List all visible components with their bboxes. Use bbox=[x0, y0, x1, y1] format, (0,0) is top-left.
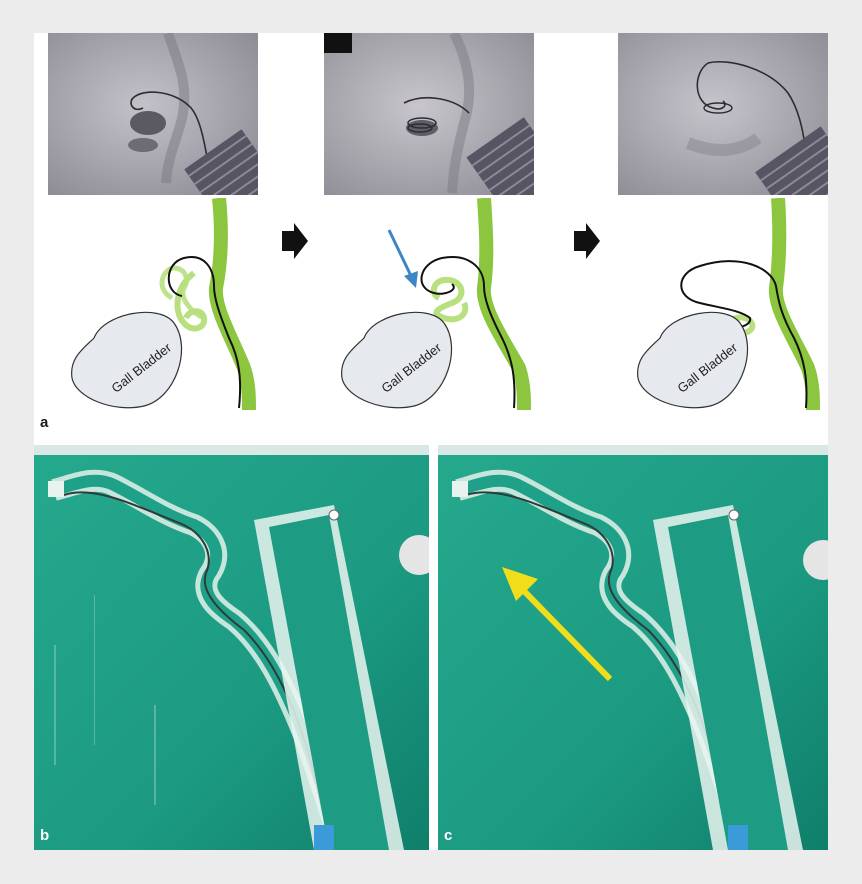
gallbladder-shape bbox=[638, 312, 748, 407]
diagram-stage-1: Gall Bladder bbox=[64, 198, 294, 413]
model-photo-c: c bbox=[438, 445, 828, 850]
fluoroscopy-image-3 bbox=[618, 33, 828, 195]
fluoroscopy-image-2 bbox=[324, 33, 534, 195]
gallbladder-shape bbox=[342, 312, 452, 407]
figure-frame: Gall Bladder Gall Bladder Gall Bladder a bbox=[34, 33, 828, 850]
panel-label-b: b bbox=[40, 827, 49, 844]
right-arrow-icon bbox=[574, 223, 600, 259]
panel-label-a: a bbox=[40, 414, 48, 431]
diagram-stage-3: Gall Bladder bbox=[630, 198, 830, 413]
diagram-stage-2: Gall Bladder bbox=[334, 198, 574, 413]
panel-label-c: c bbox=[444, 827, 452, 844]
model-photo-b: b bbox=[34, 445, 429, 850]
panel-a: Gall Bladder Gall Bladder Gall Bladder a bbox=[34, 33, 828, 433]
blue-arrow-icon bbox=[389, 230, 418, 288]
fluoroscopy-image-1 bbox=[48, 33, 258, 195]
gallbladder-shape bbox=[72, 312, 182, 407]
